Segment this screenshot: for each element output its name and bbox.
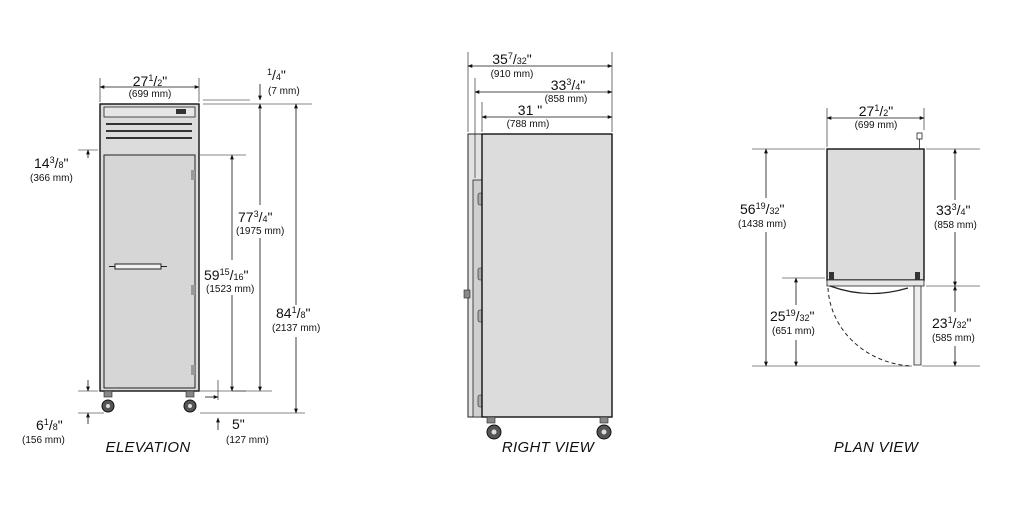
plan-swing-label: 2519/32" bbox=[770, 308, 815, 324]
plan-door-open bbox=[913, 285, 922, 366]
right-body-label: 333/4" bbox=[551, 77, 586, 93]
right-body-mm: (858 mm) bbox=[545, 94, 588, 105]
caster-rear bbox=[596, 416, 612, 440]
power-cord-icon bbox=[916, 132, 923, 149]
right-cabinet bbox=[481, 133, 613, 418]
elev-offset-mm: (127 mm) bbox=[226, 435, 269, 446]
elev-topgap-mm: (7 mm) bbox=[268, 86, 300, 97]
handle-side bbox=[463, 289, 471, 299]
right-overall-label: 357/32" bbox=[492, 51, 532, 67]
elev-offset-label: 5" bbox=[232, 416, 245, 432]
plan-foot bbox=[915, 272, 920, 280]
caster-right bbox=[183, 390, 197, 413]
plan-view-caption: PLAN VIEW bbox=[834, 439, 920, 456]
elev-grille-mm: (366 mm) bbox=[30, 173, 73, 184]
right-overall-mm: (910 mm) bbox=[491, 69, 534, 80]
plan-total-label: 5619/32" bbox=[740, 201, 785, 217]
elev-overall-label: 841/8" bbox=[276, 305, 311, 321]
hinge bbox=[191, 170, 195, 180]
elev-grille-label: 143/8" bbox=[34, 155, 69, 171]
elevation-view: 271/2" (699 mm) 1/4" (7 mm) 143/8" (366 … bbox=[22, 67, 320, 456]
elev-cabinet-label: 773/4" bbox=[238, 209, 273, 225]
right-cabinet-mm: (788 mm) bbox=[507, 119, 550, 130]
plan-body-mm: (858 mm) bbox=[934, 220, 977, 231]
plan-width-mm: (699 mm) bbox=[855, 120, 898, 131]
elev-caster-label: 61/8" bbox=[36, 417, 63, 433]
plan-width-label: 271/2" bbox=[859, 103, 894, 119]
right-view: 357/32" (910 mm) 333/4" (858 mm) 31 " (7… bbox=[463, 51, 613, 456]
caster-front bbox=[486, 416, 502, 440]
plan-clear-label: 231/32" bbox=[932, 315, 972, 331]
plan-door-handle bbox=[829, 285, 909, 295]
elev-cabinet-mm: (1975 mm) bbox=[236, 226, 284, 237]
plan-view: 271/2" (699 mm) 5619/32" (1438 mm) 333/4… bbox=[738, 103, 980, 456]
plan-foot bbox=[829, 272, 834, 280]
elev-topgap-label: 1/4" bbox=[267, 67, 286, 83]
elev-width-mm: (699 mm) bbox=[129, 89, 172, 100]
hinge bbox=[191, 365, 195, 375]
elev-door-label: 5915/16" bbox=[204, 267, 249, 283]
elev-door-mm: (1523 mm) bbox=[206, 284, 254, 295]
hinge bbox=[191, 285, 195, 295]
plan-cabinet bbox=[826, 148, 925, 281]
plan-door-edge bbox=[826, 279, 925, 287]
elev-overall-mm: (2137 mm) bbox=[272, 323, 320, 334]
plan-body-label: 333/4" bbox=[936, 202, 971, 218]
plan-total-mm: (1438 mm) bbox=[738, 219, 786, 230]
plan-clear-mm: (585 mm) bbox=[932, 333, 975, 344]
display-icon bbox=[176, 109, 186, 114]
caster-left bbox=[101, 390, 115, 413]
elev-width-label: 271/2" bbox=[133, 73, 168, 89]
elevation-door bbox=[103, 154, 196, 389]
door-handle bbox=[114, 263, 162, 270]
plan-swing-mm: (651 mm) bbox=[772, 326, 815, 337]
right-view-caption: RIGHT VIEW bbox=[502, 439, 596, 456]
elevation-caption: ELEVATION bbox=[106, 439, 191, 456]
right-cabinet-label: 31 " bbox=[518, 102, 542, 118]
control-panel bbox=[103, 106, 196, 118]
elev-caster-mm: (156 mm) bbox=[22, 435, 65, 446]
door-swing-arc bbox=[827, 287, 913, 367]
